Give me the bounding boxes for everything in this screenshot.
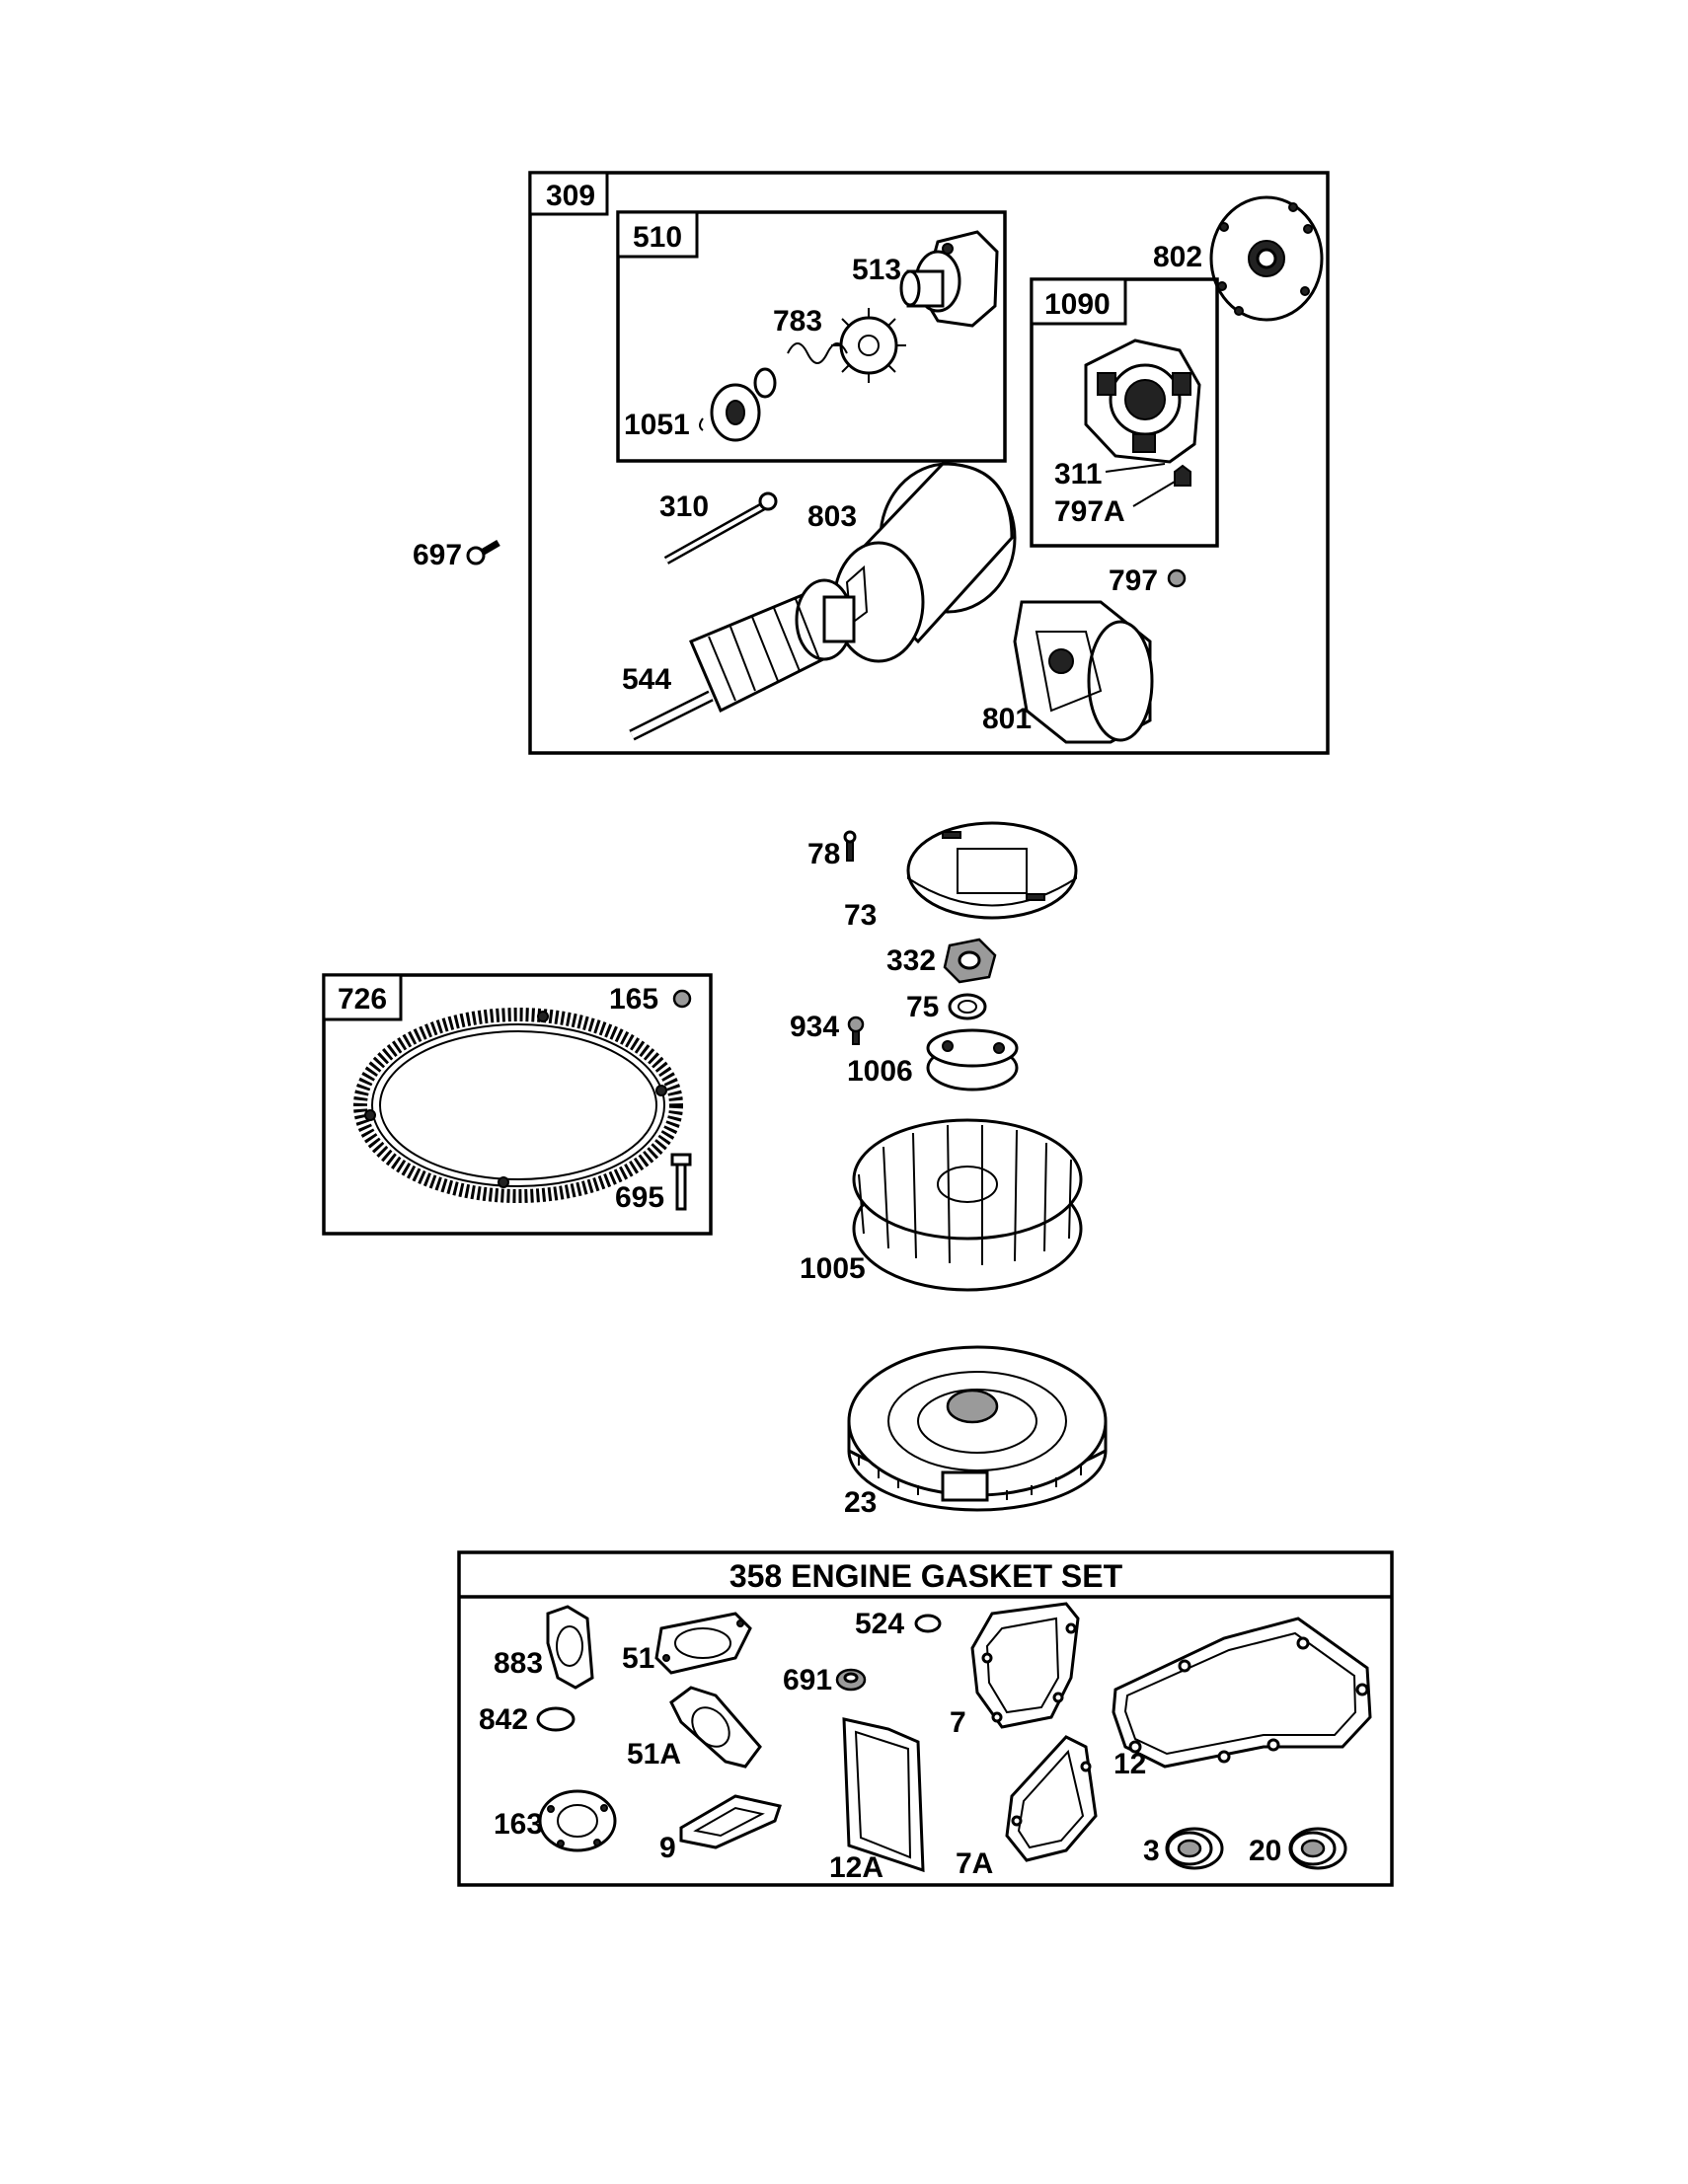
- drive-spring-part: [710, 342, 848, 442]
- gasket-set-group: 358 ENGINE GASKET SET 883 842 51 51A 524: [457, 1550, 1394, 1887]
- nut-797-part: [1167, 568, 1187, 588]
- drive-kit-frame: [616, 210, 1007, 463]
- washer-75-part: [948, 993, 987, 1020]
- part-label-310: 310: [659, 490, 709, 523]
- pinion-gear-part: [831, 308, 906, 383]
- ring-gear-tag: 726: [338, 983, 387, 1016]
- part-label-544: 544: [622, 663, 671, 696]
- screw-697-part: [466, 539, 500, 565]
- gasket-883-part: [546, 1605, 594, 1690]
- screw-934-part: [847, 1016, 865, 1045]
- part-label-783: 783: [773, 305, 822, 338]
- part-label-9: 9: [659, 1832, 676, 1864]
- gasket-12-part: [1112, 1617, 1372, 1769]
- starter-motor-group: 309 510 513 783 1051: [413, 171, 1330, 755]
- gasket-51-part: [654, 1612, 752, 1675]
- seal-20-part: [1288, 1827, 1347, 1870]
- gasket-51a-part: [669, 1686, 762, 1769]
- cooling-fan-part: [852, 1118, 1083, 1292]
- part-label-332: 332: [886, 944, 936, 977]
- part-label-73: 73: [844, 899, 877, 932]
- part-label-7a: 7A: [956, 1847, 993, 1880]
- screw-78-part: [843, 830, 857, 862]
- part-label-7: 7: [950, 1706, 966, 1739]
- starter-cup-part: [926, 1028, 1019, 1092]
- part-label-513: 513: [852, 254, 901, 286]
- part-label-803: 803: [807, 500, 857, 533]
- part-label-1051: 1051: [624, 409, 690, 441]
- starter-motor-tag-box: [528, 171, 609, 216]
- part-label-12: 12: [1113, 1748, 1146, 1780]
- part-label-20: 20: [1249, 1835, 1281, 1867]
- part-label-934: 934: [790, 1011, 839, 1043]
- bolt-695-part: [670, 1153, 692, 1211]
- seal-3-part: [1165, 1827, 1224, 1870]
- part-label-797a: 797A: [1054, 495, 1125, 528]
- gasket-9-part: [679, 1794, 782, 1849]
- part-label-51: 51: [622, 1642, 654, 1675]
- end-cap-part: [1013, 600, 1154, 744]
- ring-gear-part: [353, 1008, 683, 1203]
- part-label-1006: 1006: [847, 1055, 913, 1088]
- fan-plate-part: [906, 821, 1078, 920]
- part-label-51a: 51A: [627, 1738, 681, 1770]
- flywheel-stack-group: 73 78 332 75 934 1006: [790, 821, 1108, 1519]
- flywheel-nut-part: [943, 938, 997, 984]
- part-label-12a: 12A: [829, 1851, 883, 1884]
- part-label-801: 801: [982, 703, 1032, 735]
- part-label-524: 524: [855, 1608, 904, 1640]
- end-plate-part: [1209, 195, 1324, 322]
- brush-kit-tag: 1090: [1044, 288, 1111, 321]
- part-label-165: 165: [609, 983, 658, 1016]
- gasket-163-part: [538, 1789, 617, 1852]
- ring-gear-tag-box: [322, 973, 403, 1021]
- part-label-797: 797: [1109, 565, 1158, 597]
- flywheel-part: [847, 1345, 1108, 1512]
- drive-kit-tag: 510: [633, 221, 682, 254]
- armature-part: [629, 578, 856, 741]
- terminal-part: [1174, 464, 1191, 487]
- part-label-3: 3: [1143, 1835, 1160, 1867]
- part-label-883: 883: [494, 1647, 543, 1680]
- part-label-691: 691: [783, 1664, 832, 1696]
- part-label-842: 842: [479, 1703, 528, 1736]
- part-label-75: 75: [906, 991, 939, 1023]
- brush-kit-tag-box: [1030, 277, 1127, 326]
- nut-165-part: [672, 989, 692, 1009]
- part-label-802: 802: [1153, 241, 1202, 273]
- ring-gear-group: 726 165 695: [322, 973, 713, 1236]
- gasket-set-frame: [457, 1550, 1394, 1887]
- part-label-78: 78: [807, 838, 840, 870]
- gasket-12a-part: [842, 1717, 925, 1873]
- drive-kit-tag-box: [616, 210, 699, 259]
- part-label-23: 23: [844, 1486, 877, 1519]
- starter-motor-frame: [528, 171, 1330, 755]
- gasket-524-part: [914, 1614, 942, 1633]
- motor-housing-part: [832, 462, 1017, 663]
- part-label-1005: 1005: [800, 1252, 866, 1285]
- seal-691-part: [835, 1668, 867, 1692]
- gasket-set-title: 358 ENGINE GASKET SET: [729, 1558, 1123, 1594]
- part-label-695: 695: [615, 1181, 664, 1214]
- gasket-7a-part: [1005, 1735, 1098, 1862]
- starter-motor-tag: 309: [546, 180, 595, 212]
- gasket-842-part: [536, 1706, 575, 1732]
- through-bolt-part: [663, 491, 778, 565]
- ring-gear-frame: [322, 973, 713, 1236]
- part-label-163: 163: [494, 1808, 543, 1841]
- gasket-7-part: [970, 1602, 1080, 1729]
- part-label-311: 311: [1054, 458, 1102, 490]
- part-label-697: 697: [413, 539, 462, 571]
- retaining-ring-icon: [699, 417, 704, 431]
- brush-holder-part: [1084, 339, 1201, 464]
- drive-housing-part: [899, 230, 999, 328]
